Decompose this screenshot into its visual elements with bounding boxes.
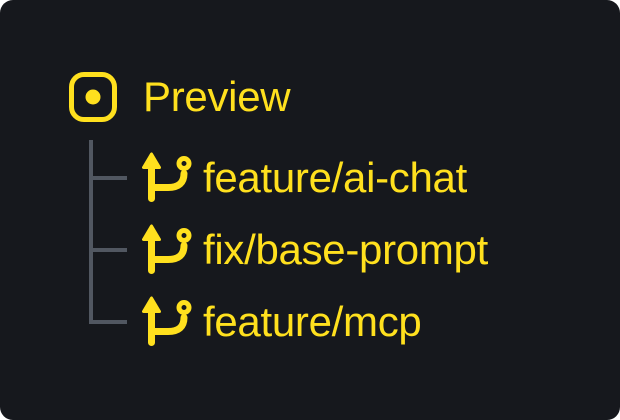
branch-label: feature/mcp — [203, 298, 422, 345]
git-branch-icon — [142, 224, 192, 276]
branch-item-feature-ai-chat[interactable]: feature/ai-chat — [142, 152, 467, 204]
tree-branch-connector-line — [89, 320, 127, 324]
tree-vertical-connector-line — [89, 140, 93, 324]
branch-item-feature-mcp[interactable]: feature/mcp — [142, 296, 422, 348]
git-branch-icon — [142, 296, 192, 348]
git-branch-icon — [142, 152, 192, 204]
tree-branch-connector-line — [89, 248, 127, 252]
branch-label: fix/base-prompt — [203, 226, 488, 273]
branch-label: feature/ai-chat — [203, 154, 467, 201]
preview-dot-square-icon — [69, 72, 117, 122]
preview-root-label: Preview — [143, 73, 291, 120]
tree-branch-connector-line — [89, 176, 127, 180]
branch-item-fix-base-prompt[interactable]: fix/base-prompt — [142, 224, 488, 276]
preview-root-item[interactable]: Preview — [69, 72, 291, 122]
